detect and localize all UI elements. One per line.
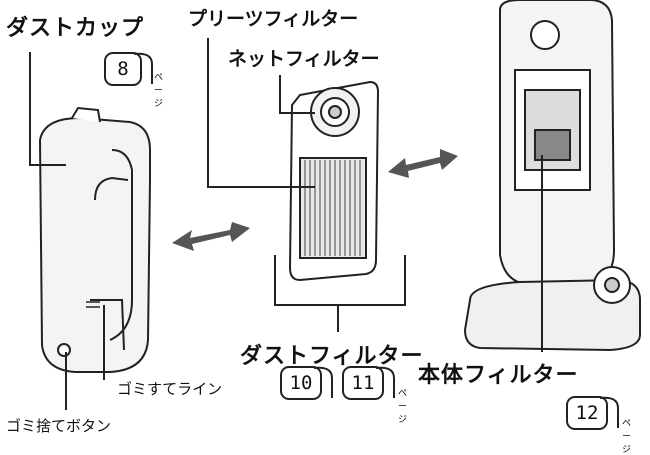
pleats-filter-illustration: [288, 80, 380, 282]
dust-cup-illustration: [38, 106, 151, 373]
page-suffix: ページ: [154, 73, 164, 109]
body-filter-label: 本体フィルター: [418, 363, 579, 388]
dust-button-label: ゴミ捨てボタン: [6, 417, 112, 435]
page-curl-icon: [375, 366, 395, 398]
dust-cup-label: ダストカップ: [6, 16, 145, 41]
page-suffix: ページ: [622, 419, 632, 455]
double-arrow-left: [172, 222, 250, 251]
net-filter-label: ネットフィルター: [228, 48, 380, 70]
dust-line-label: ゴミすてライン: [117, 380, 223, 398]
page-suffix: ページ: [398, 389, 408, 425]
page-curl-icon: [599, 396, 619, 428]
vacuum-body-illustration: [463, 0, 641, 352]
page-ref-number: 8: [104, 52, 142, 86]
pleats-filter-label: プリーツフィルター: [188, 8, 359, 30]
page-ref-number: 11: [342, 366, 384, 400]
illustration: [29, 0, 641, 410]
page-ref-number: 12: [566, 396, 608, 430]
page-curl-icon: [133, 52, 153, 84]
double-arrow-right: [388, 149, 458, 178]
page-ref-number: 10: [280, 366, 322, 400]
leader-lines: [29, 38, 543, 410]
page-curl-icon: [313, 366, 333, 398]
dust-filter-label: ダストフィルター: [240, 344, 424, 369]
